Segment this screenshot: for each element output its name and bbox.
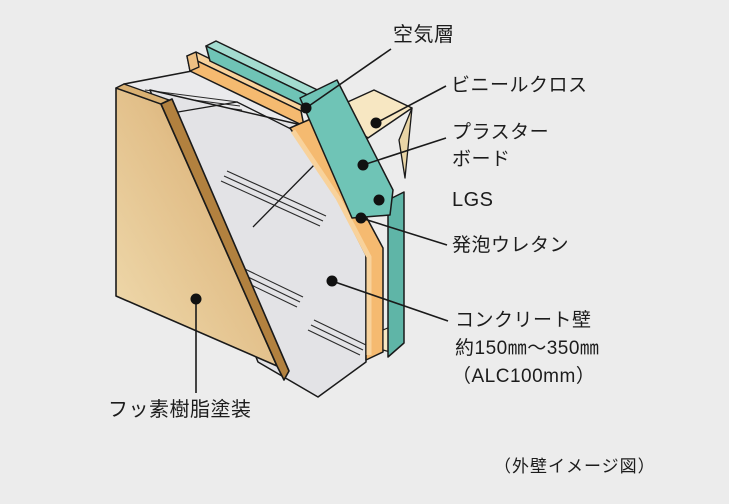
- label-concrete-line3: （ALC100mm）: [452, 366, 596, 387]
- alc-exterior-panel: [115, 83, 290, 381]
- dot-lgs: [373, 194, 385, 206]
- leader-plaster-board: [362, 137, 447, 166]
- diagram-caption: （外壁イメージ図）: [494, 457, 656, 477]
- leader-urethane: [360, 217, 448, 246]
- label-lgs: LGS: [452, 189, 494, 211]
- label-vinyl-cloth: ビニールクロス: [451, 75, 588, 96]
- dot-concrete: [326, 275, 338, 287]
- label-concrete-line1: コンクリート壁: [455, 310, 592, 331]
- dot-air-layer: [300, 102, 312, 114]
- dot-vinyl-cloth: [370, 117, 382, 129]
- label-urethane-foam: 発泡ウレタン: [452, 235, 570, 256]
- dot-plaster-board: [357, 159, 369, 171]
- concrete-wall-layer: [123, 70, 367, 398]
- label-concrete-line2: 約150㎜～350㎜: [455, 338, 600, 359]
- dot-urethane: [355, 212, 367, 224]
- plasterboard-main: [299, 79, 405, 358]
- label-fluorine-coating: フッ素樹脂塗装: [108, 399, 252, 421]
- label-plaster-board-line2: ボード: [452, 149, 511, 170]
- leader-concrete: [331, 280, 449, 322]
- leader-air-layer: [305, 48, 392, 109]
- leader-vinyl-cloth: [375, 85, 447, 124]
- concrete-break-lines: [177, 101, 323, 228]
- leader-lines: [195, 48, 449, 393]
- label-plaster-board-line1: プラスター: [452, 122, 550, 143]
- urethane-upper-bar: [186, 51, 311, 127]
- label-air-layer: 空気層: [393, 24, 455, 46]
- callout-dots: [190, 102, 385, 305]
- dot-fluorine: [190, 293, 202, 305]
